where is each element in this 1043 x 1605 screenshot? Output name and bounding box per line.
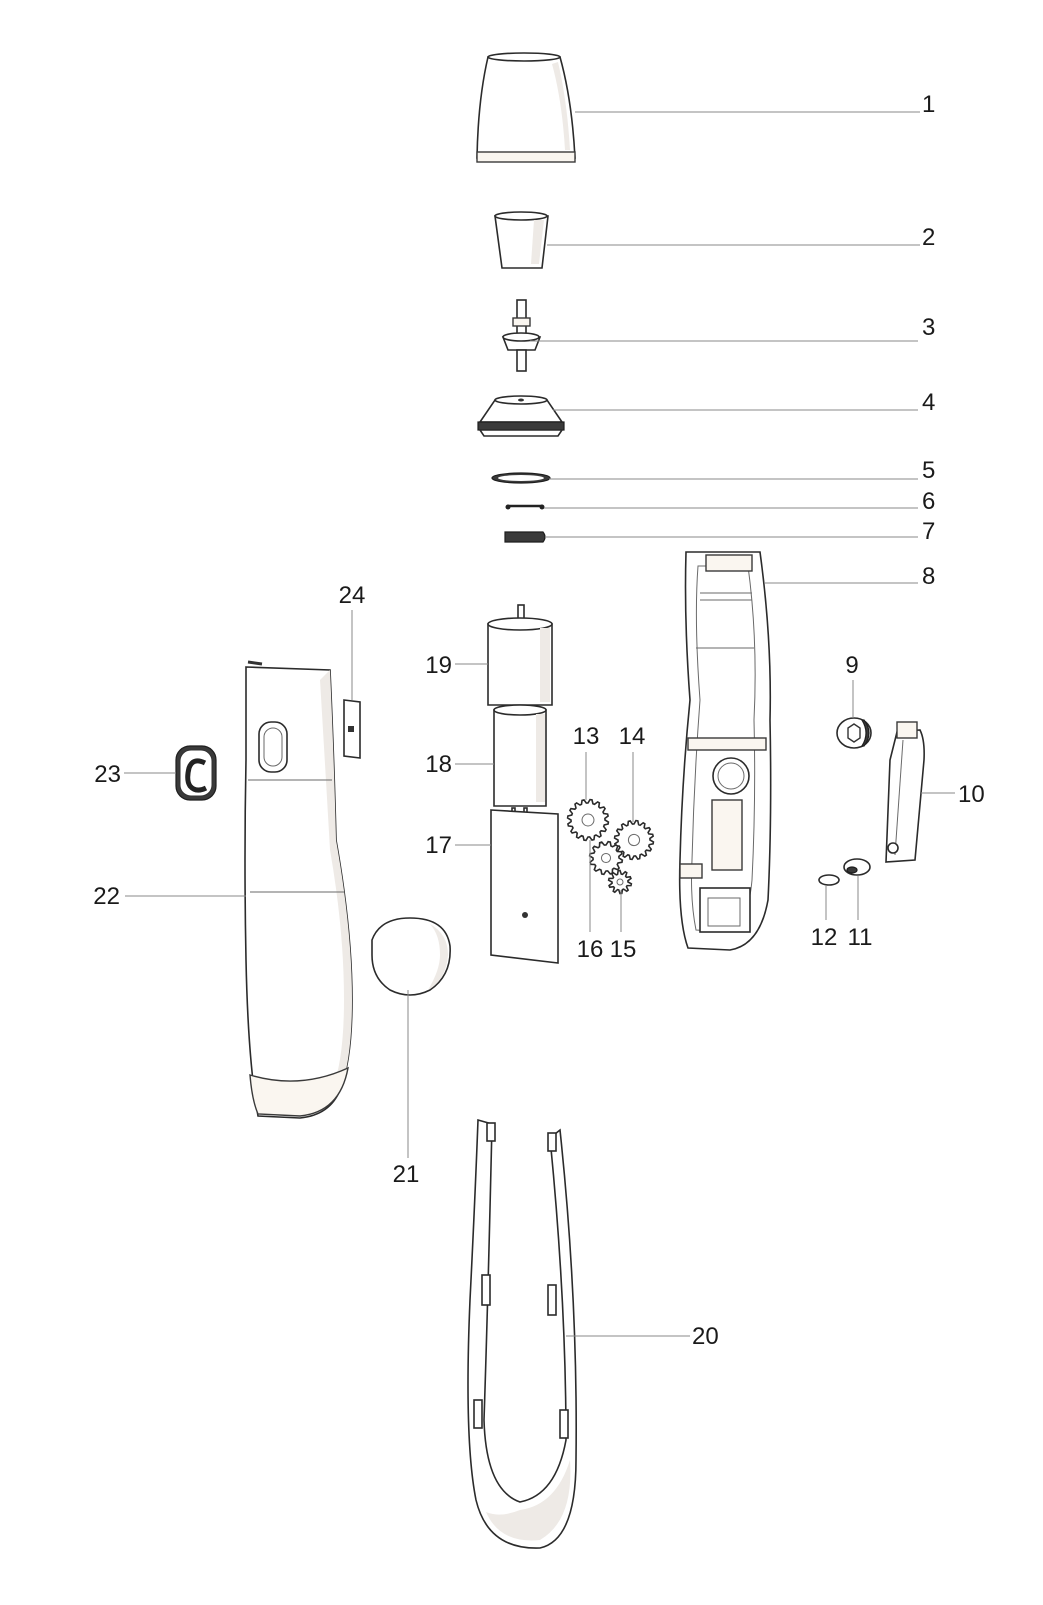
callout-9: 9 — [845, 652, 858, 679]
callout-13: 13 — [573, 723, 600, 750]
part-10-switch-plate — [885, 721, 925, 863]
part-21-cap-disc — [371, 917, 451, 996]
callout-17: 17 — [425, 832, 452, 859]
part-22-front-shell — [244, 660, 353, 1119]
part-6-clip — [505, 504, 545, 510]
part-13-gear — [566, 798, 610, 842]
callout-12: 12 — [811, 924, 838, 951]
callout-22: 22 — [93, 883, 120, 910]
part-9-knob — [836, 717, 872, 749]
gear-14-teeth — [613, 819, 655, 861]
callout-14: 14 — [619, 723, 646, 750]
callout-18: 18 — [425, 751, 452, 778]
part-17-circuit-board — [490, 807, 559, 964]
callout-8: 8 — [922, 563, 935, 590]
callout-7: 7 — [922, 518, 935, 545]
part-16-gear — [588, 840, 624, 876]
callout-19: 19 — [425, 652, 452, 679]
part-15-gear — [607, 869, 633, 895]
part-1-cap — [476, 52, 576, 163]
part-12-disc — [818, 874, 840, 886]
gear-13-teeth — [566, 798, 610, 842]
callout-20: 20 — [692, 1323, 719, 1350]
callout-11: 11 — [848, 924, 873, 951]
part-23-c-badge — [175, 745, 217, 801]
callout-5: 5 — [922, 457, 935, 484]
callout-1: 1 — [922, 91, 935, 118]
leader-lines — [124, 111, 955, 1337]
part-5-ring — [491, 472, 551, 484]
part-14-gear — [613, 819, 655, 861]
callout-3: 3 — [922, 314, 935, 341]
gear-15-teeth — [607, 869, 633, 895]
part-3-spindle — [501, 299, 542, 372]
part-7-pin — [504, 531, 546, 543]
callout-24: 24 — [339, 582, 366, 609]
gear-16-teeth — [588, 840, 624, 876]
part-2-cup — [494, 211, 549, 269]
part-24-bracket — [343, 699, 361, 759]
callout-2: 2 — [922, 224, 935, 251]
callout-16: 16 — [577, 936, 604, 963]
gear-16-hub — [600, 852, 612, 864]
part-20-u-frame — [467, 1118, 577, 1549]
gear-13-hub — [581, 813, 595, 827]
callout-10: 10 — [958, 781, 985, 808]
part-11-lens — [843, 858, 871, 876]
callout-6: 6 — [922, 488, 935, 515]
callout-labels: 1 2 3 4 5 6 7 8 9 10 11 12 13 14 15 16 1… — [93, 91, 984, 1350]
callout-23: 23 — [94, 761, 121, 788]
callout-4: 4 — [922, 389, 935, 416]
part-8-body-housing — [678, 551, 772, 951]
part-4-housing — [477, 395, 565, 437]
part-18-battery — [493, 704, 547, 807]
gear-15-hub — [616, 878, 624, 886]
gear-14-hub — [627, 833, 641, 847]
part-19-motor — [487, 604, 553, 706]
callout-15: 15 — [610, 936, 637, 963]
callout-21: 21 — [393, 1161, 420, 1188]
